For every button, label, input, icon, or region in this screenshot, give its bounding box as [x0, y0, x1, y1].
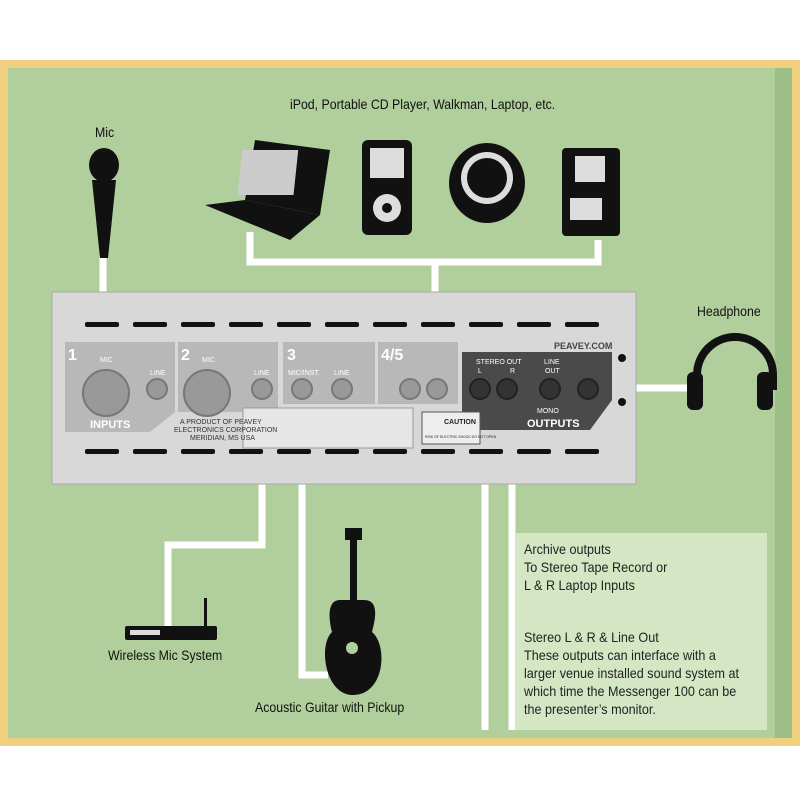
outputs-note: Archive outputs To Stereo Tape Record or… [515, 533, 767, 730]
note-stereo-line: the presenter’s monitor. [524, 701, 656, 717]
note-stereo-title: Stereo L & R & Line Out [524, 629, 659, 645]
channel-3-label: 3 [287, 347, 296, 364]
panel-labels: 1 2 3 4/5 MIC LINE MIC LINE MIC/INST. LI… [68, 341, 612, 442]
line-out-label-2: OUT [545, 368, 561, 375]
note-archive-line: L & R Laptop Inputs [524, 577, 635, 593]
vents [85, 322, 626, 454]
guitar-label: Acoustic Guitar with Pickup [255, 699, 405, 715]
channel-1-label: 1 [68, 347, 77, 364]
guitar-cable [298, 390, 328, 679]
microphone-icon [89, 148, 119, 258]
wireless-label: Wireless Mic System [108, 647, 223, 663]
outputs-label: OUTPUTS [527, 418, 580, 430]
ch1-mic-label: MIC [100, 357, 113, 364]
ch2-line-label: LINE [254, 370, 270, 377]
maker-line-2: ELECTRONICS CORPORATION [174, 427, 277, 434]
cd-player-icon [449, 143, 525, 223]
stereo-out-label: STEREO OUT [476, 359, 522, 366]
maker-line-1: A PRODUCT OF PEAVEY [180, 419, 262, 426]
stereo-r-label: R [510, 368, 515, 375]
device-icons [89, 140, 777, 695]
guitar-icon [325, 528, 382, 695]
walkman-icon [562, 148, 620, 236]
note-stereo-line: larger venue installed sound system at [524, 665, 740, 681]
inputs-label: INPUTS [90, 419, 130, 431]
line-out-label: LINE [544, 359, 560, 366]
wireless-receiver-icon [125, 598, 217, 640]
caution-label: CAUTION [444, 419, 476, 426]
ipod-icon [362, 140, 412, 235]
ch2-mic-label: MIC [202, 357, 215, 364]
ch1-line-label: LINE [150, 370, 166, 377]
channel-2-label: 2 [181, 347, 190, 364]
headphone-icon [693, 333, 777, 390]
headphone-cups [687, 372, 773, 410]
channel-45-label: 4/5 [381, 347, 403, 364]
devices-label: iPod, Portable CD Player, Walkman, Lapto… [290, 96, 556, 112]
mixer-panel [51, 291, 637, 485]
note-stereo-line: which time the Messenger 100 can be [524, 683, 737, 699]
note-archive-line: To Stereo Tape Record or [524, 559, 668, 575]
maker-line-3: MERIDIAN, MS USA [190, 435, 255, 442]
ch3-micinst-label: MIC/INST. [288, 370, 320, 377]
ch3-line-label: LINE [334, 370, 350, 377]
stereo-l-label: L [478, 368, 482, 375]
mic-label: Mic [95, 124, 115, 140]
brand-label: PEAVEY.COM [554, 341, 612, 351]
note-stereo-line: These outputs can interface with a [524, 647, 716, 663]
headphone-label: Headphone [697, 303, 761, 319]
mono-label: MONO [537, 408, 559, 415]
caution-sub-label: RISK OF ELECTRIC SHOCK DO NOT OPEN [425, 435, 497, 439]
laptop-icon [205, 140, 330, 240]
note-archive-title: Archive outputs [524, 541, 611, 557]
